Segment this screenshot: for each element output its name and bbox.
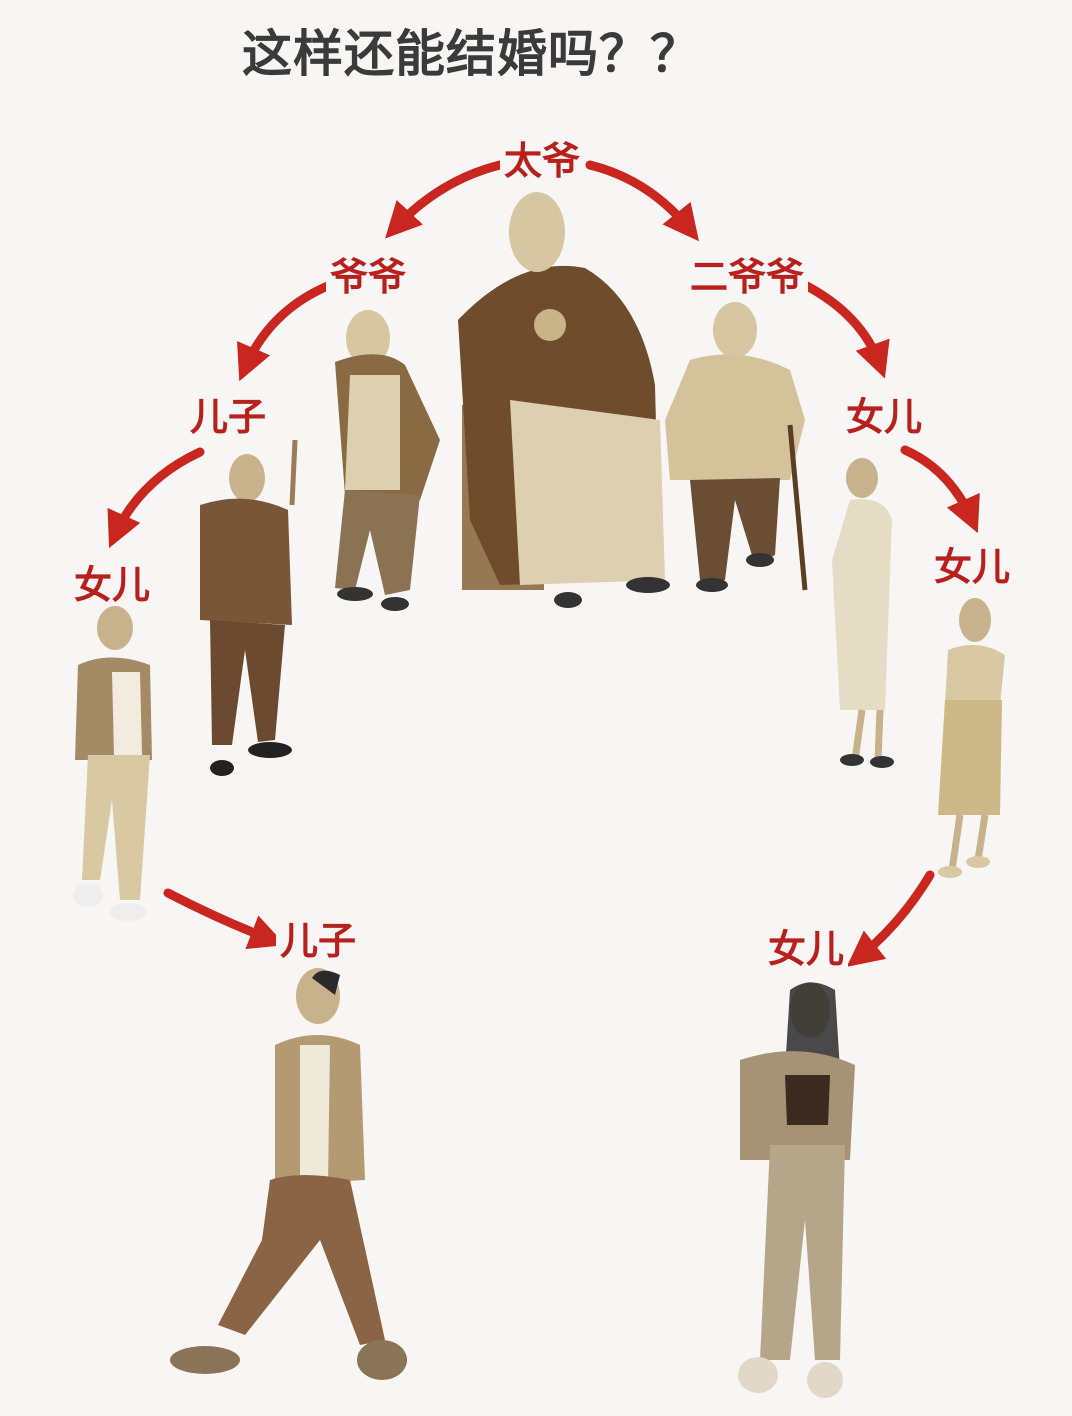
daughter-figure-bottom bbox=[738, 982, 855, 1398]
arrow-daughter-to-son-bottom bbox=[163, 888, 286, 950]
arrow-second-grandpa-to-daughter bbox=[800, 280, 890, 379]
daughter-figure-right-2 bbox=[938, 598, 1005, 878]
daughter-figure-left bbox=[73, 606, 152, 921]
label-great-grandpa: 太爷 bbox=[500, 142, 585, 180]
label-daughter-bottom: 女儿 bbox=[764, 930, 849, 968]
page-title: 这样还能结婚吗？？ bbox=[242, 25, 701, 83]
great-grandpa-figure bbox=[458, 192, 670, 608]
son-figure-bottom bbox=[170, 968, 407, 1380]
arrow-daughter-to-daughter-right bbox=[900, 445, 980, 534]
daughter-figure-right-1 bbox=[832, 458, 894, 768]
son-figure-left bbox=[200, 454, 292, 776]
label-son-bottom: 儿子 bbox=[276, 922, 361, 960]
arrow-son-to-daughter bbox=[107, 447, 205, 549]
grandpa-figure bbox=[289, 310, 440, 611]
arrow-great-grandpa-to-second-grandpa bbox=[585, 160, 699, 242]
label-daughter-right-1: 女儿 bbox=[842, 398, 927, 436]
arrow-grandpa-to-son bbox=[237, 280, 335, 382]
label-second-grandpa: 二爷爷 bbox=[686, 258, 809, 296]
label-son-left: 儿子 bbox=[186, 398, 271, 436]
label-daughter-right-2: 女儿 bbox=[930, 548, 1015, 586]
arrow-daughter-to-daughter-bottom bbox=[846, 870, 935, 967]
arrow-great-grandpa-to-grandpa bbox=[385, 160, 505, 239]
label-daughter-left: 女儿 bbox=[70, 566, 155, 604]
label-grandpa: 爷爷 bbox=[326, 258, 411, 296]
second-grandpa-figure bbox=[665, 302, 808, 592]
